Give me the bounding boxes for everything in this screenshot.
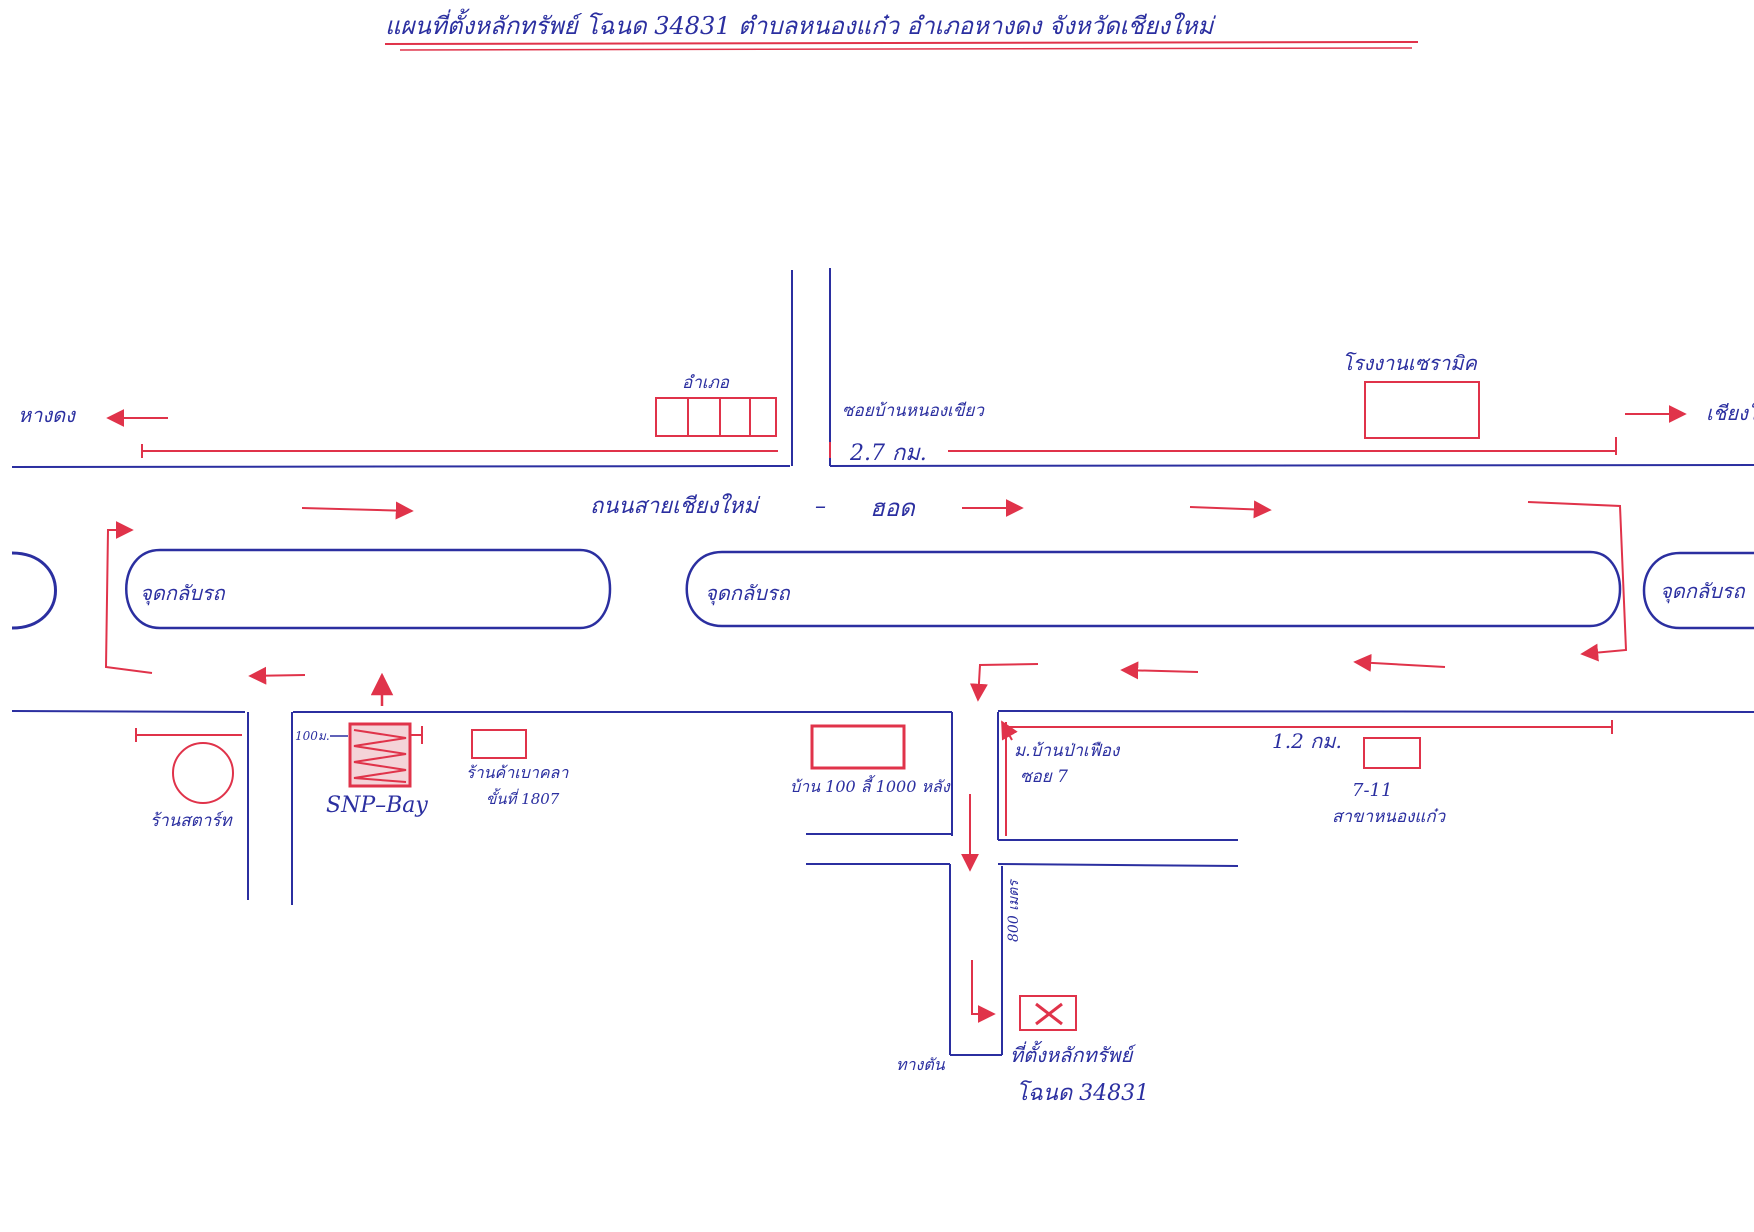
uturn-label-left: จุดกลับรถ (140, 581, 227, 606)
factory-label: โรงงานเซรามิค (1342, 351, 1478, 375)
highway-north-edge-left (11, 465, 791, 468)
snp-label: SNP–Bay (326, 793, 428, 818)
uturn-label-center: จุดกลับรถ (705, 581, 792, 606)
small-shop-label: ร้านค้าเบาคลา (466, 763, 569, 782)
dead-end-label: ทางตัน (896, 1055, 946, 1074)
title-underline-2 (399, 47, 1413, 51)
landmark-shophouses (655, 397, 777, 437)
small-shop (471, 729, 527, 759)
village-soi-label: ม.บ้านป่าเฟือง (1014, 741, 1121, 761)
arrow-icon (1189, 500, 1272, 519)
arrow-icon (248, 666, 306, 685)
highway-number: ฮอด (870, 494, 916, 522)
median-center (685, 550, 1622, 628)
uturn-label-right: จุดกลับรถ (1660, 579, 1747, 604)
soi-north-label: ซอยบ้านหนองเขียว (842, 401, 985, 421)
snp-distance-label: 100ม. (295, 729, 330, 743)
store-711-sub: สาขาหนองแก๋ว (1332, 807, 1447, 827)
uturn-route-left (104, 521, 153, 674)
houses-building (810, 724, 906, 770)
median-right (1642, 551, 1754, 630)
arrow-icon (301, 501, 414, 520)
round-landmark-label: ร้านสตาร์ท (150, 811, 233, 831)
store-711-label: 7-11 (1352, 780, 1392, 801)
small-shop-sub: ขั้นที่ 1807 (486, 788, 560, 808)
round-landmark (172, 742, 234, 804)
median-left (125, 548, 612, 630)
landmark-north-label: อำเภอ (682, 373, 730, 393)
arrow-icon (971, 960, 996, 1023)
route-turn-into-soi (969, 663, 1039, 702)
property-deed: โฉนด 34831 (1016, 1080, 1149, 1106)
uturn-route-right (1527, 501, 1628, 662)
title-underline (384, 41, 1419, 45)
highway-south-edge-3 (997, 710, 1754, 713)
arrow-icon (1001, 720, 1018, 741)
factory-building (1364, 381, 1480, 439)
direction-right-label: เชียงใหม่ (1706, 401, 1754, 425)
vertical-distance-label: 800 เมตร (1006, 879, 1022, 942)
median-far-left (11, 551, 57, 630)
property-label: ที่ตั้งหลักทรัพย์ (1010, 1040, 1136, 1067)
village-soi-sub: ซอย 7 (1020, 767, 1068, 787)
distance-north-label: 2.7 กม. (849, 441, 927, 466)
snp-building (348, 722, 412, 788)
houses-label: บ้าน 100 ลี้ 1000 หลัง (790, 775, 951, 796)
arrow-icon (1120, 661, 1199, 680)
arrow-icon (1353, 653, 1446, 672)
highway-name: ถนนสายเชียงใหม่ (590, 493, 761, 519)
highway-dash: – (815, 494, 826, 519)
store-711-building (1363, 737, 1421, 769)
map-title: แผนที่ตั้งหลักทรัพย์ โฉนด 34831 ตำบลหนอง… (385, 8, 1216, 40)
highway-north-edge-right (829, 464, 1754, 467)
direction-left-label: หางดง (18, 403, 76, 427)
highway-south-edge-1 (11, 710, 246, 713)
distance-south-label: 1.2 กม. (1272, 729, 1342, 753)
x-mark-icon (1019, 995, 1077, 1031)
branch-road-south-edge-right (997, 863, 1239, 867)
